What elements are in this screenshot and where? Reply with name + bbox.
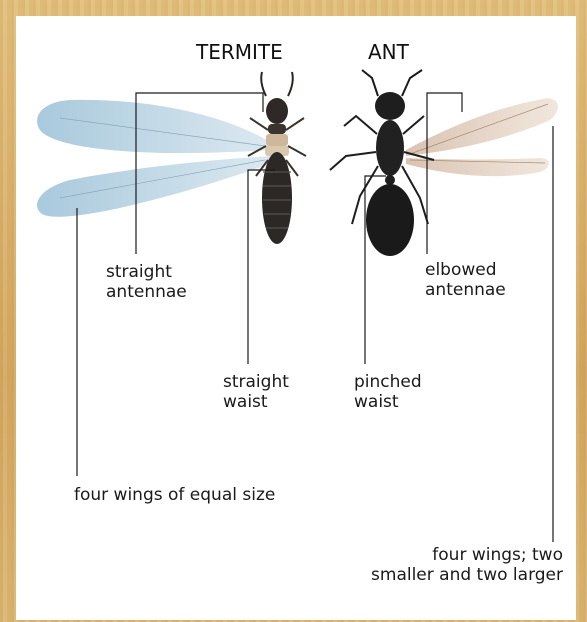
label-ant-antennae: elbowed antennae bbox=[425, 260, 506, 300]
label-termite-wings: four wings of equal size bbox=[74, 485, 275, 505]
ant-title: ANT bbox=[368, 40, 409, 64]
label-ant-waist: pinched waist bbox=[354, 372, 422, 412]
ant-wings bbox=[406, 98, 558, 176]
termite-title: TERMITE bbox=[196, 40, 283, 64]
label-termite-antennae: straight antennae bbox=[106, 262, 187, 302]
label-termite-waist: straight waist bbox=[223, 372, 289, 412]
label-ant-wings: four wings; two smaller and two larger bbox=[330, 545, 563, 585]
termite-wings bbox=[37, 100, 270, 217]
